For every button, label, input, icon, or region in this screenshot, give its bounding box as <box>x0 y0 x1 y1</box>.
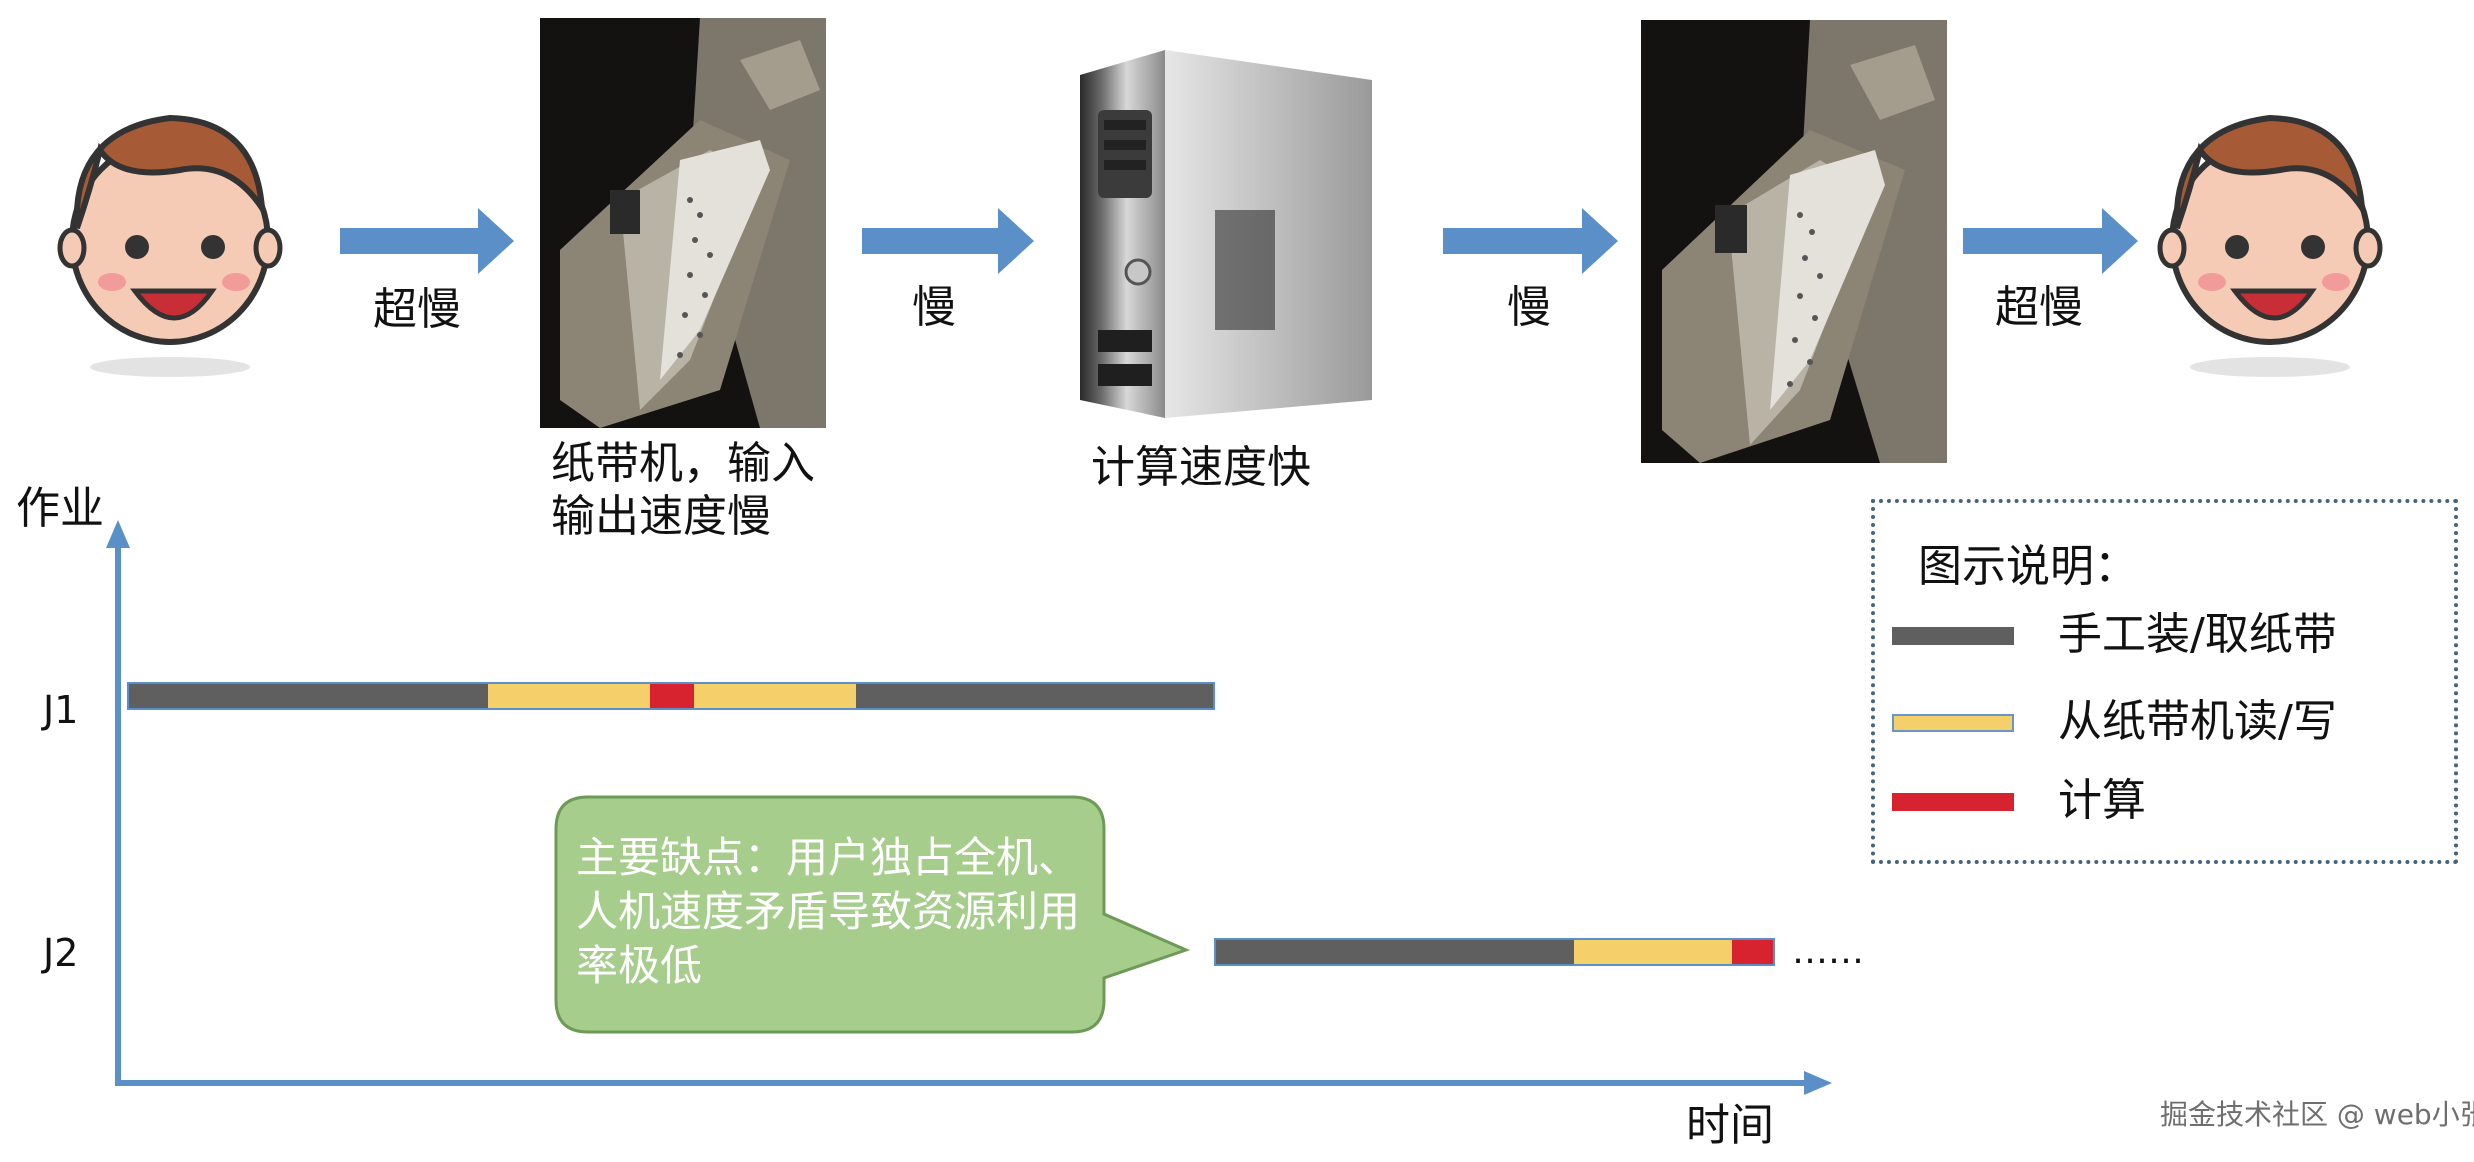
y-axis-label: 作业 <box>16 483 104 534</box>
arrow-label-from-computer: 慢 <box>1507 282 1551 333</box>
legend-swatch-io <box>1892 714 2014 732</box>
j1-compute-segment <box>650 683 694 709</box>
arrow-label-output: 超慢 <box>1995 282 2083 333</box>
legend-swatch-manual <box>1892 627 2014 645</box>
arrow-right-icon <box>340 208 514 274</box>
job-label-j2: J2 <box>43 931 79 975</box>
legend-label-manual: 手工装/取纸带 <box>2058 609 2337 660</box>
legend-label-compute: 计算 <box>2058 775 2146 826</box>
arrow-label-input: 超慢 <box>373 284 461 335</box>
user-face-icon <box>57 114 283 377</box>
j1-io-segment <box>488 683 650 709</box>
paper-tape-machine-icon <box>1641 20 1947 463</box>
arrow-right-icon <box>1963 208 2138 274</box>
legend-label-io: 从纸带机读/写 <box>2058 696 2337 747</box>
j1-io-segment <box>694 683 856 709</box>
job-label-j1: J1 <box>43 688 79 732</box>
j1-manual-segment <box>128 683 488 709</box>
legend-title: 图示说明： <box>1918 541 2138 592</box>
y-axis <box>106 520 130 1083</box>
j2-continuation-ellipsis: …… <box>1792 931 1864 972</box>
legend-box: 图示说明： 手工装/取纸带 从纸带机读/写 计算 <box>1871 499 2458 864</box>
job-j2-timeline <box>1214 938 1775 966</box>
j2-io-segment <box>1574 939 1732 965</box>
watermark: 掘金技术社区 @ web小张 <box>2160 1098 2474 1131</box>
computer-caption: 计算速度快 <box>1091 442 1311 493</box>
arrow-right-icon <box>862 208 1034 274</box>
tape-machine-caption-line2: 输出速度慢 <box>551 491 771 542</box>
legend-swatch-compute <box>1892 793 2014 811</box>
user-face-icon <box>2157 114 2383 377</box>
callout-text: 主要缺点：用户独占全机、人机速度矛盾导致资源利用率极低 <box>576 833 1081 990</box>
paper-tape-machine-icon <box>540 18 826 428</box>
x-axis-label: 时间 <box>1686 1100 1774 1151</box>
x-axis <box>115 1071 1832 1095</box>
arrow-right-icon <box>1443 208 1618 274</box>
arrow-label-to-computer: 慢 <box>912 282 956 333</box>
j1-manual-segment <box>856 683 1214 709</box>
j2-compute-segment <box>1732 939 1774 965</box>
computer-tower-icon <box>1080 50 1372 418</box>
tape-machine-caption-line1: 纸带机，输入 <box>551 438 815 489</box>
j2-manual-segment <box>1215 939 1574 965</box>
callout-bubble <box>554 795 1191 1034</box>
job-j1-timeline <box>127 682 1215 710</box>
